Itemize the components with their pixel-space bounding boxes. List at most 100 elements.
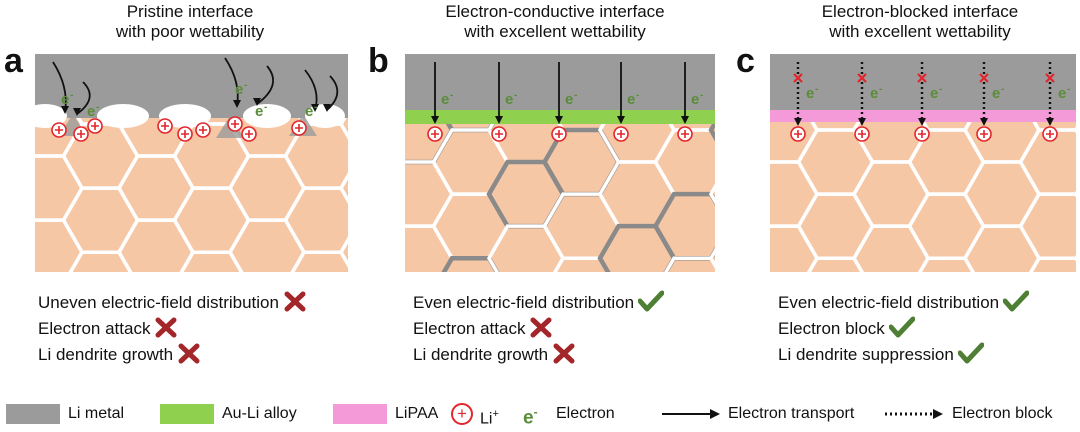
cross-glyph [553,343,575,364]
li-ion-plus-mark [231,120,239,128]
legend-li-plus-text: Li [480,410,493,428]
electron-symbol: e [1058,85,1066,102]
li-ion [914,126,930,142]
panel-label-a: a [4,42,23,80]
electron-block-arrow [1046,62,1054,126]
criterion-row: Li dendrite growth [38,342,309,368]
li-ion-plus-mark [55,126,63,134]
grain-boundary [338,108,348,140]
cross-stroke [178,343,200,364]
check-stroke [888,316,916,338]
electron-sup: - [1067,84,1070,95]
cross-glyph [530,317,552,338]
li-ion [157,118,173,134]
electron-sup: - [939,84,942,95]
legend-li-plus-label: Li+ [480,404,499,429]
arrow-head [73,108,81,116]
panel-c-title-line1: Electron-blocked interface [821,2,1019,21]
criterion-text: Electron attack [413,318,526,338]
li-ion-plus-mark [77,130,85,138]
electron-sup: - [1001,84,1004,95]
electron-sup: - [636,90,639,101]
li-ion [241,126,257,142]
cross-icon [283,290,309,317]
li-ion-plus-mark [295,124,303,132]
li-ion [291,120,307,136]
electron-block-arrow [858,62,866,126]
electron-sup: - [96,102,99,113]
li-ion [51,122,67,138]
arrow-head [253,98,261,106]
electron-symbol: e [627,91,635,108]
interface-void [35,104,67,128]
criterion-row: Electron block [778,316,1029,342]
electron-sup: - [70,90,73,101]
electron-transport-arrow [76,81,91,115]
criterion-row: Li dendrite suppression [778,342,1029,368]
li-ion-plus-mark [161,122,169,130]
grain-boundary [1018,128,1076,196]
criterion-text: Even electric-field distribution [413,292,635,312]
check-glyph [957,342,985,364]
legend-li-plus-sup: + [492,408,499,420]
legend-electron-e: e [523,407,534,429]
check-glyph [888,316,916,338]
panel-a-diagram: e-e-e-e-e- [35,54,348,272]
electron-symbol: e [806,85,814,102]
electron-symbol: e [930,85,938,102]
li-ion-plus-mark [199,126,207,134]
criterion-text: Li dendrite growth [38,344,174,364]
arrow-head [681,116,689,124]
panel-b-diagram: e-e-e-e-e- [405,54,715,272]
electron-transport-arrow [326,75,339,111]
li-ion-icon: + [451,403,473,425]
arrow-head [858,118,866,126]
cross-stroke [284,291,306,312]
cross-glyph [178,343,200,364]
arrow-head [918,118,926,126]
cross-icon [529,316,555,343]
li-ion-plus-mark [858,130,866,138]
grain-boundary [708,183,715,205]
check-glyph [1002,290,1030,312]
cross-icon [552,342,578,369]
electron-transport-arrow [617,62,625,124]
cross-glyph [155,317,177,338]
panel-b-title: Electron-conductive interface with excel… [405,2,705,42]
legend-lipaa-swatch [333,404,387,424]
cross-stroke [553,343,575,364]
li-ion [427,126,443,142]
panel-b-title-line2: with excellent wettability [464,22,646,41]
grain-boundary [708,118,715,142]
li-ion [73,126,89,142]
legend-au-li-swatch [160,404,214,424]
check-stroke [637,290,665,312]
electron-transport-arrow [495,62,503,124]
electron-sup: - [450,90,453,101]
panel-a-title: Pristine interface with poor wettability [40,2,340,42]
legend-electron-label: Electron [556,405,615,422]
electron-sup: - [264,102,267,113]
cross-glyph [284,291,306,312]
grain-boundary [1018,192,1076,260]
check-icon [1002,290,1030,317]
electron-symbol: e [505,91,513,108]
block-cross-icon [857,73,867,83]
criterion-text: Li dendrite growth [413,344,549,364]
electron-sup: - [815,84,818,95]
li-ion [976,126,992,142]
li-ion [854,126,870,142]
electron-transport-arrow [681,62,689,124]
block-cross-icon [917,73,927,83]
electron-symbol: e [305,103,313,120]
grain-boundary [708,247,715,269]
lipaa-layer [770,110,1076,122]
li-ion [551,126,567,142]
li-ion-plus-mark [555,130,563,138]
grain-boundary [338,172,348,204]
criterion-text: Electron attack [38,318,151,338]
legend-au-li-label: Au-Li alloy [222,405,297,422]
legend-lipaa-label: LiPAA [395,405,439,422]
panel-c-title-line2: with excellent wettability [829,22,1011,41]
li-ion [613,126,629,142]
